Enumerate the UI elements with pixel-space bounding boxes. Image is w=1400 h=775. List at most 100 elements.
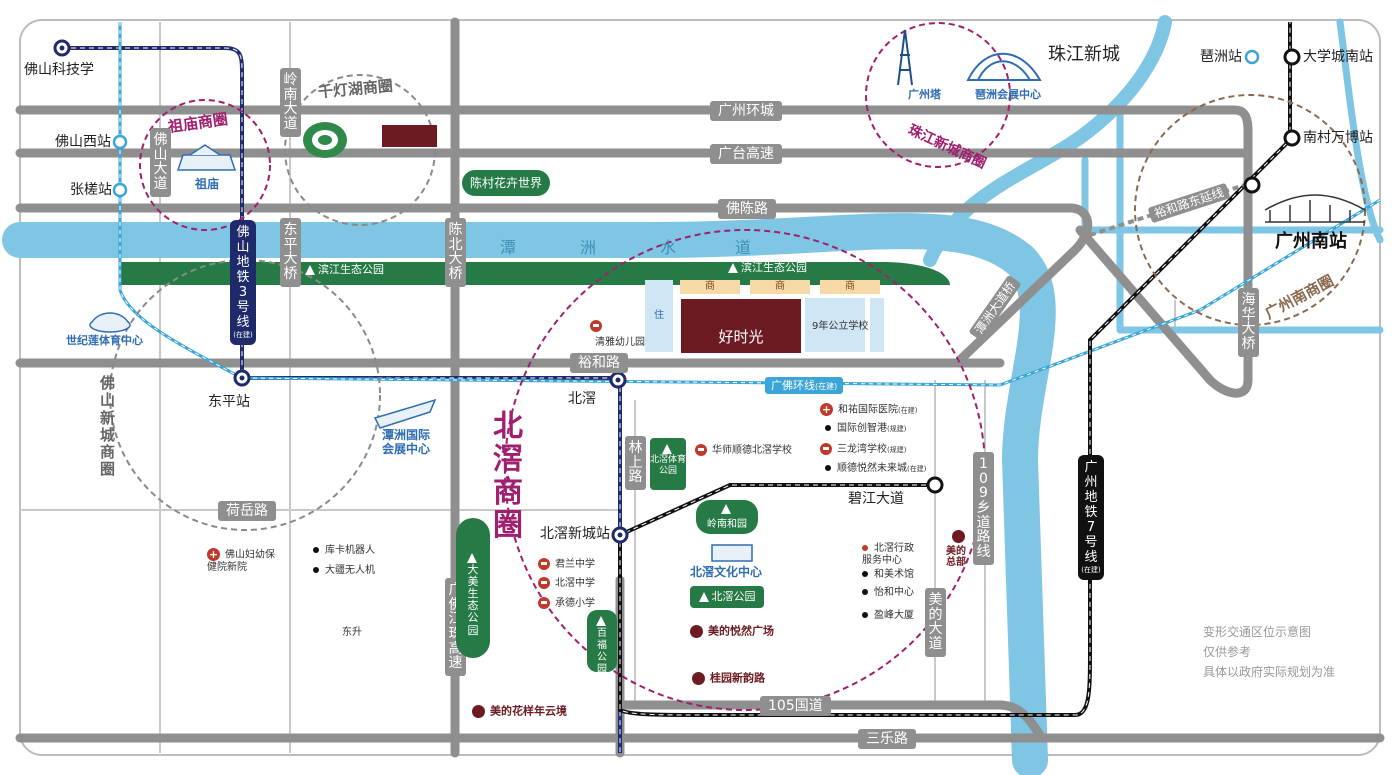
school-icon [695, 444, 707, 456]
commercial-block-2: 商 [750, 280, 810, 294]
school-icon [590, 320, 602, 332]
building-icon [951, 530, 965, 543]
yingfeng-building: 盈峰大厦 [862, 611, 914, 621]
station-zhangcha: 张槎站 [70, 182, 112, 198]
river-label-4: 道 [735, 238, 752, 257]
station-node-pazhou [1244, 49, 1260, 65]
metro-line-7-tag: 广州地铁7号线(在建) [1078, 455, 1104, 580]
station-node-foshan-west [112, 134, 128, 150]
dameisheng-park: 大美生态公园 [456, 518, 490, 658]
station-foshan-keji: 佛山科技学 [24, 62, 94, 78]
station-dongping: 东平站 [208, 394, 250, 410]
road-guangzhou-ring: 广州环城 [710, 101, 782, 121]
beijiao-admin: 北滘行政服务中心 [862, 543, 922, 567]
station-node-nancun [1283, 129, 1301, 147]
guangfo-ring-tag: 广佛环线(在建) [765, 377, 844, 394]
culture-center-icon [711, 544, 753, 562]
lingnan-heyuan: 岭南和园 [696, 500, 758, 534]
station-node-beijiao [609, 371, 627, 389]
school-icon [538, 597, 550, 609]
beijiao-circle-title: 北滘商圈 [493, 409, 523, 543]
he-art-museum: 和美术馆 [862, 570, 914, 580]
canton-tower-label: 广州塔 [908, 88, 941, 101]
metro-line-7 [618, 22, 1292, 717]
commercial-block-1: 商 [680, 280, 740, 294]
road-105: 105国道 [760, 696, 831, 716]
road-foshan-avenue: 佛山大道 [150, 128, 171, 197]
residential-block: 住 [645, 280, 673, 352]
station-nodes [53, 39, 1301, 544]
road-fopan: 佛陈路 [718, 199, 776, 219]
metro-line-3-tag: 佛山地铁3号线(在建) [230, 220, 256, 345]
station-foshan-west: 佛山西站 [55, 134, 111, 150]
map-frame [19, 19, 1381, 756]
beijiao-park: 北滘公园 [690, 586, 764, 608]
tree-icon [305, 265, 315, 275]
hengxing-road: 桂园新韵路 [692, 672, 765, 685]
gz-south-station-icon [1264, 194, 1366, 223]
station-node-bijiang [926, 476, 944, 494]
river-label-3: 水 [660, 238, 677, 257]
building-icon [692, 672, 705, 685]
station-guangzhou-south: 广州南站 [1275, 231, 1347, 252]
binjiang-park-strip [120, 262, 950, 285]
guoji-chuangzhi: 国际创智港(规建) [825, 424, 906, 434]
road-dongping-bridge: 东平大桥 [280, 218, 301, 287]
building-icon [472, 705, 485, 718]
zhujiang-circle [865, 22, 1011, 168]
zhujiang-new-town: 珠江新城 [1048, 44, 1120, 65]
meidi-huaxiang: 美的花样年云境 [472, 705, 567, 718]
sanlongwan-school: 三龙湾学校(规建) [820, 443, 906, 455]
century-lotus-icon [89, 312, 131, 333]
dongsheng-road: 东升 [342, 627, 362, 638]
station-node-daxuecheng [1283, 48, 1301, 66]
station-node-keji [53, 39, 71, 57]
shunde-future-city: 顺德悦然未来城(在建) [825, 464, 926, 474]
tree-icon [661, 444, 672, 454]
hospital-icon: + [820, 403, 833, 416]
dji-drone: 大疆无人机 [313, 566, 375, 576]
hexiang-hospital: +和祐国际医院(在建) [820, 403, 918, 416]
chencun-flower-world: 陈村花卉世界 [462, 170, 550, 196]
pazhou-expo-icon [966, 52, 1042, 81]
school-icon [538, 577, 550, 589]
road-linshang: 林上路 [625, 436, 646, 491]
station-daxuecheng-nan: 大学城南站 [1303, 49, 1373, 65]
hospital-icon: + [207, 548, 220, 561]
school-block [805, 298, 865, 352]
road-sanle: 三乐路 [858, 729, 916, 749]
tree-icon [466, 553, 477, 563]
century-lotus-label: 世纪莲体育中心 [66, 334, 143, 347]
foshan-maternity: +佛山妇幼保健院新院 [207, 548, 275, 573]
project-zone: 商 商 商 住 好时光 [645, 280, 885, 355]
road-109: 109乡道路线 [973, 452, 994, 565]
kuka-robot: 库卡机器人 [313, 546, 375, 556]
road-meidi-avenue: 美的大道 [925, 588, 946, 657]
foshan-newtown-circle-title: 佛山新城商圈 [100, 374, 116, 479]
yihe-center: 怡和中心 [862, 588, 914, 598]
station-bijiang: 碧江大道 [848, 491, 904, 507]
road-yuhe: 裕和路 [570, 353, 628, 373]
station-node-beijiao-new [611, 526, 629, 544]
station-node-dongping [233, 369, 251, 387]
station-node-zhangcha [112, 182, 128, 198]
meidi-hq: 美的总部 [945, 530, 967, 568]
road-lingnan-avenue: 岭南大道 [280, 68, 301, 137]
qiandenghu-circle [284, 74, 436, 226]
station-pazhou: 琶洲站 [1200, 49, 1242, 65]
project-block: 好时光 [680, 298, 802, 354]
beijiao-culture-center: 北滘文化中心 [690, 565, 763, 579]
road-guangtai: 广台高速 [710, 144, 782, 164]
road-heyue: 荷岳路 [218, 501, 276, 521]
residential-block-right [870, 298, 884, 352]
qingya-kindergarten-label: 清雅幼儿园 [595, 337, 645, 348]
station-beijiao-xincheng: 北滘新城站 [540, 526, 610, 542]
tree-icon [728, 263, 738, 273]
pazhou-expo-label: 琶洲会展中心 [975, 88, 1041, 101]
binjiang-park-east: 滨江生态公园 [728, 262, 807, 273]
tanzhou-expo-icon [373, 398, 437, 429]
canton-tower-icon [897, 29, 913, 86]
beijiao-sports-park: 北滘体育公园 [650, 438, 686, 490]
huashi-school: 华师顺德北滘学校 [695, 444, 792, 456]
